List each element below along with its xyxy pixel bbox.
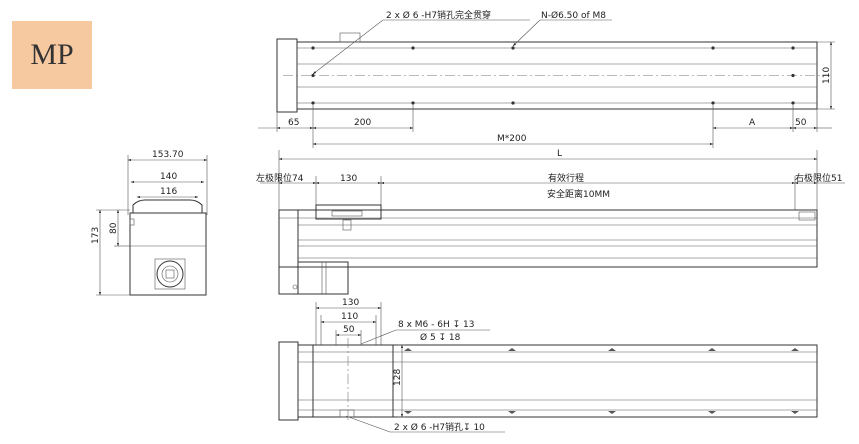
end-dim-116: 116 (160, 187, 177, 197)
side-view-motor (297, 261, 349, 295)
top-dim-200: 200 (354, 118, 371, 128)
top-dim-50: 50 (795, 118, 807, 128)
bottom-view: 130 110 50 8 x M6 - 6H ↧ 13 Ø 5 ↧ 18 (278, 298, 818, 433)
top-pin-note: 2 x Ø 6 -H7销孔完全贯穿 (386, 9, 491, 21)
top-view-mounting-holes (311, 46, 795, 105)
bottom-m6-note: 8 x M6 - 6H ↧ 13 (398, 320, 474, 330)
side-safety-note: 安全距离10MM (547, 188, 610, 200)
bottom-dim-130: 130 (342, 298, 359, 308)
side-dim-L: L (557, 149, 562, 159)
end-view-body (129, 212, 207, 296)
bottom-view-motor-end (278, 341, 299, 421)
end-view-motor-connector (156, 260, 184, 288)
bottom-pin-note: 2 x Ø 6 -H7销孔↧ 10 (394, 421, 485, 433)
top-view: 2 x Ø 6 -H7销孔完全贯穿 N-Ø6.50 of M8 110 65 2… (258, 9, 835, 148)
end-dim-173: 173 (91, 227, 101, 244)
end-dim-140: 140 (160, 172, 177, 182)
model-badge: MP (12, 21, 92, 89)
top-dim-A: A (749, 118, 756, 128)
bottom-dim-50: 50 (343, 325, 355, 335)
side-left-limit: 左极限位74 (256, 172, 304, 184)
top-dim-65: 65 (288, 118, 299, 128)
side-view: L 左极限位74 130 有效行程 右极限位51 安全距离10MM (256, 149, 845, 295)
top-dim-110: 110 (822, 67, 832, 84)
end-view-carriage (132, 199, 203, 213)
bottom-view-carriage (312, 344, 394, 418)
top-dim-m200: M*200 (497, 134, 527, 144)
model-badge-label: MP (30, 38, 74, 71)
end-dim-80: 80 (109, 222, 119, 234)
side-stroke-label: 有效行程 (548, 172, 584, 184)
bottom-dim-128: 128 (393, 369, 403, 386)
bottom-dim-110: 110 (341, 312, 358, 322)
side-view-motor-flange (278, 209, 299, 295)
end-view: 153.70 140 116 173 80 (91, 150, 208, 296)
side-view-carriage (315, 204, 382, 220)
top-holes-note: N-Ø6.50 of M8 (541, 10, 606, 21)
side-right-limit: 右极限位51 (795, 172, 842, 184)
side-dim-130: 130 (340, 174, 357, 184)
bottom-view-slot-marks (404, 348, 799, 414)
bottom-d5-note: Ø 5 ↧ 18 (420, 332, 461, 343)
bottom-view-body (297, 344, 818, 418)
end-dim-153: 153.70 (152, 150, 184, 160)
